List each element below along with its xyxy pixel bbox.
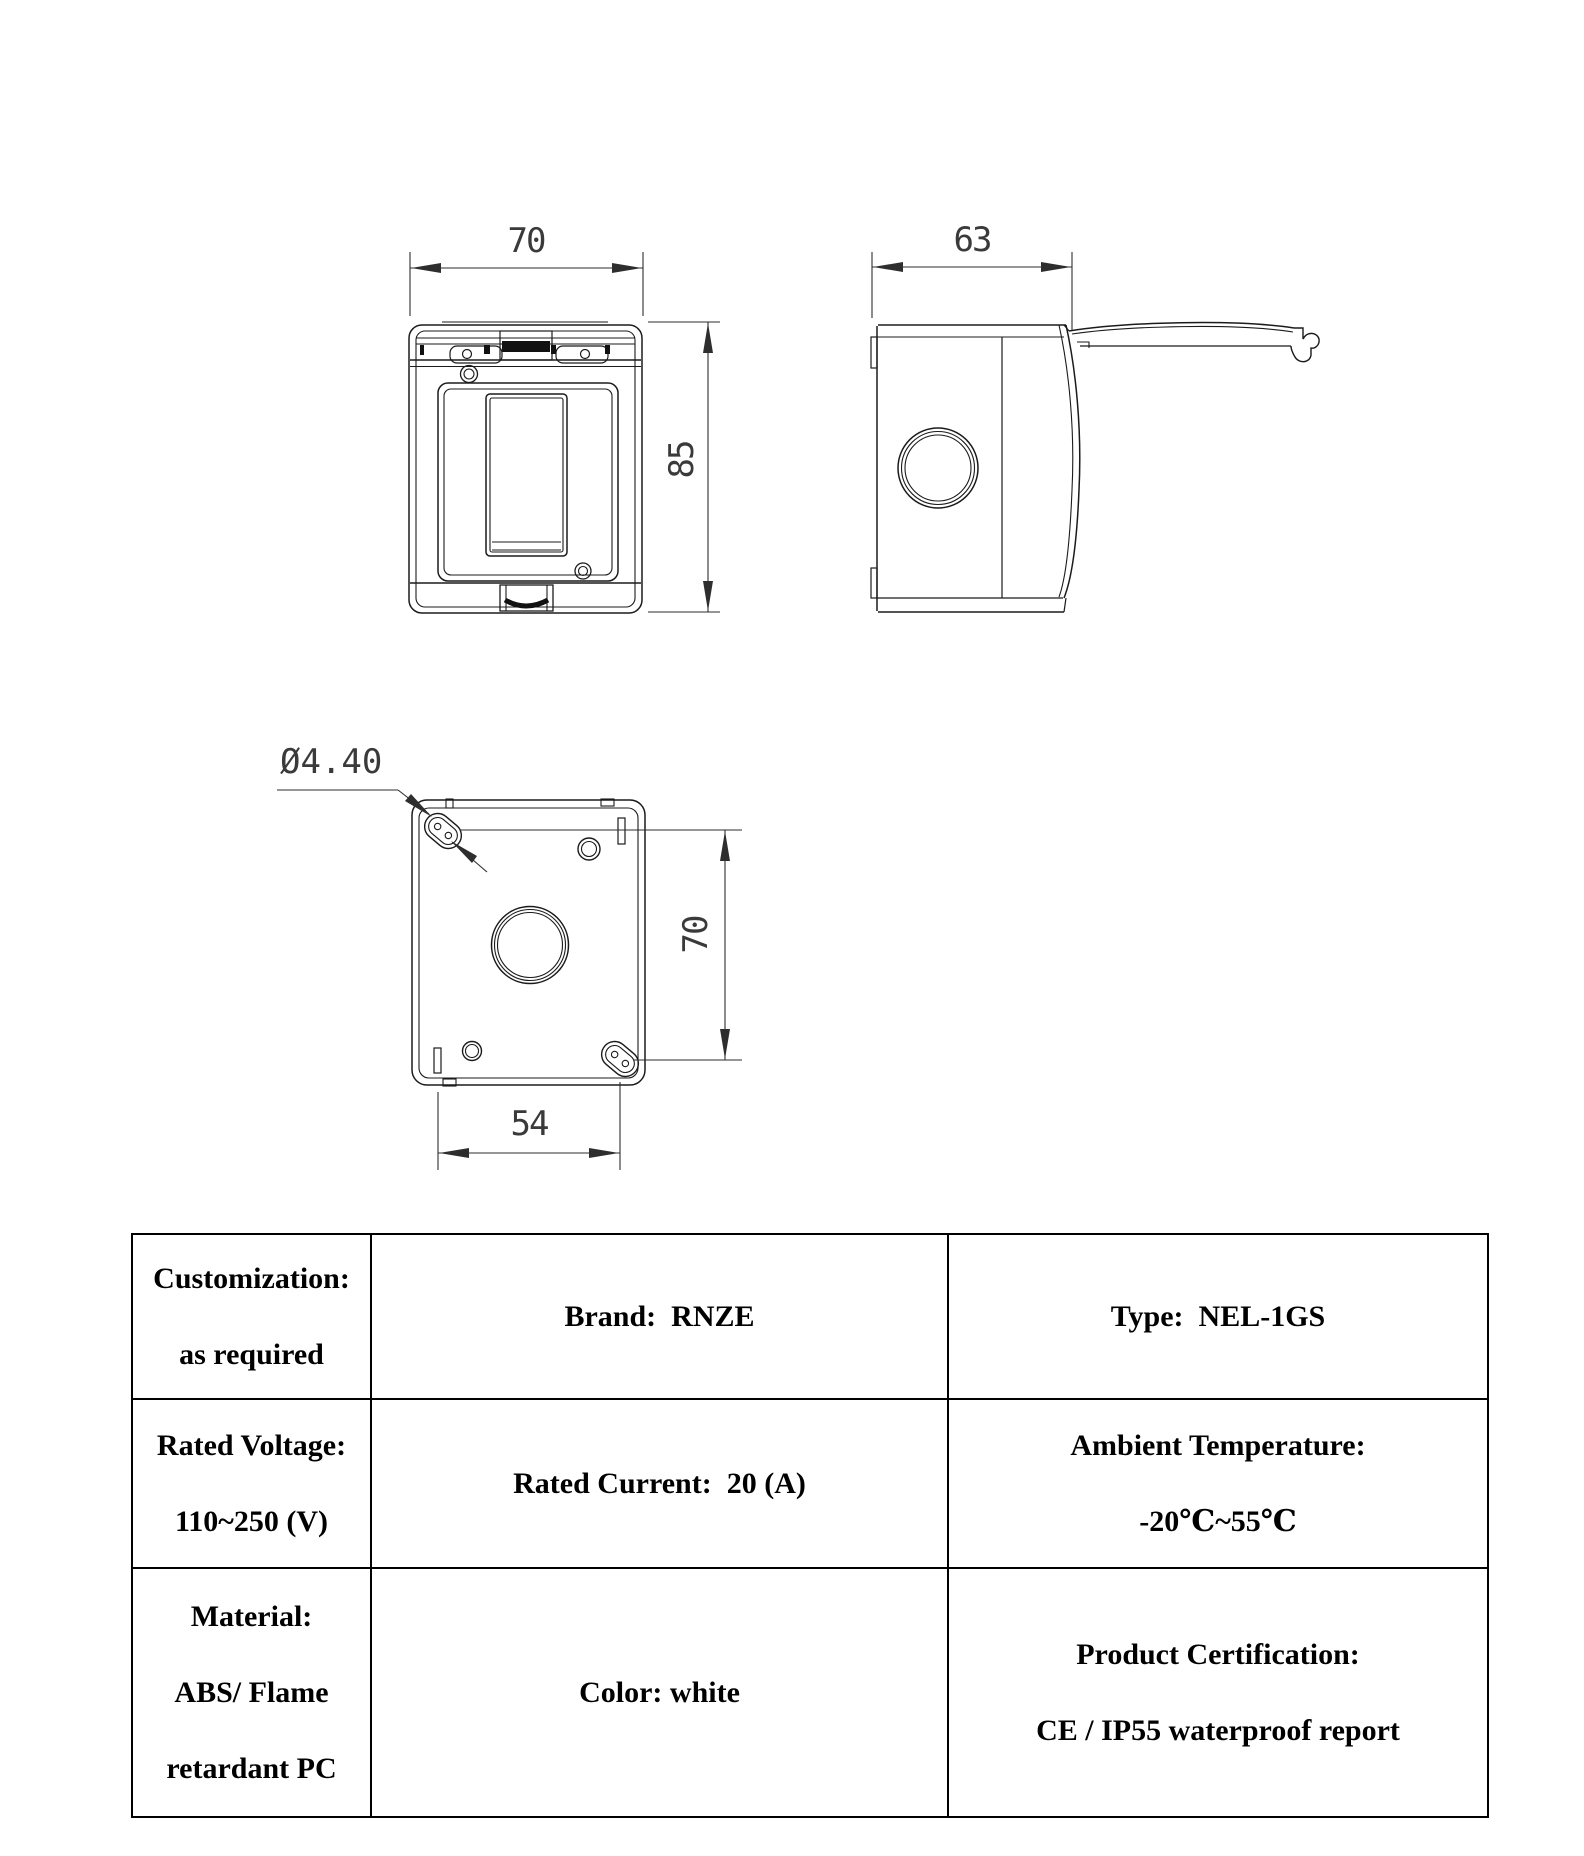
edge-slot-bottom-left bbox=[433, 1047, 442, 1074]
ambient-temperature-value: -20℃~55℃ bbox=[1139, 1504, 1297, 1538]
open-lid bbox=[1063, 321, 1320, 363]
mounting-slot-bottom-right bbox=[600, 1040, 640, 1078]
mounting-hole-diameter-label: Ø4.40 bbox=[280, 742, 383, 782]
cell-customization: Customization: as required bbox=[133, 1235, 372, 1400]
certification-value: CE / IP55 waterproof report bbox=[1036, 1713, 1400, 1747]
side-knockout-hole bbox=[897, 427, 979, 509]
cell-color: Color: white bbox=[372, 1569, 949, 1816]
cell-product-certification: Product Certification: CE / IP55 waterpr… bbox=[949, 1569, 1487, 1816]
cell-rated-voltage: Rated Voltage: 110~250 (V) bbox=[133, 1400, 372, 1569]
latch-tabs bbox=[420, 345, 610, 364]
screw-bottom-right bbox=[574, 562, 592, 580]
dimension-arrows bbox=[405, 262, 1071, 1158]
lid-hook bbox=[1290, 327, 1320, 363]
certification-label: Product Certification: bbox=[1076, 1637, 1360, 1671]
rated-voltage-value: 110~250 (V) bbox=[174, 1504, 329, 1538]
bottom-latch bbox=[499, 584, 554, 612]
mounting-slot-top-left bbox=[423, 812, 463, 850]
color-value: Color: white bbox=[579, 1675, 740, 1709]
edge-slot-top-right bbox=[617, 817, 626, 845]
hinge-detail bbox=[499, 330, 553, 361]
hole-bottom-left bbox=[461, 1040, 483, 1062]
dimension-lines bbox=[277, 252, 1073, 1170]
type-value: Type: NEL-1GS bbox=[1110, 1299, 1326, 1333]
brand-value: Brand: RNZE bbox=[564, 1299, 755, 1333]
cell-type: Type: NEL-1GS bbox=[949, 1235, 1487, 1400]
switch-rocker bbox=[485, 393, 568, 557]
front-width-dim-label: 70 bbox=[507, 221, 547, 261]
back-view bbox=[411, 798, 646, 1087]
cell-ambient-temperature: Ambient Temperature: -20℃~55℃ bbox=[949, 1400, 1487, 1569]
rated-voltage-label: Rated Voltage: bbox=[156, 1428, 347, 1462]
side-depth-dim-label: 63 bbox=[953, 220, 993, 260]
ambient-temperature-label: Ambient Temperature: bbox=[1070, 1428, 1366, 1462]
back-height-dim-label: 70 bbox=[676, 916, 716, 954]
material-value-2: retardant PC bbox=[166, 1751, 337, 1785]
rated-current-value: Rated Current: 20 (A) bbox=[513, 1466, 806, 1500]
switch-plate bbox=[437, 382, 619, 582]
cell-material: Material: ABS/ Flame retardant PC bbox=[133, 1569, 372, 1816]
center-knockout-hole bbox=[490, 905, 570, 985]
front-height-dim-label: 85 bbox=[662, 441, 702, 479]
cell-brand: Brand: RNZE bbox=[372, 1235, 949, 1400]
technical-drawing bbox=[277, 252, 1320, 1170]
material-label: Material: bbox=[190, 1599, 313, 1633]
customization-label: Customization: bbox=[153, 1261, 350, 1295]
mount-tab-top bbox=[870, 336, 878, 369]
mount-tab-bottom bbox=[870, 567, 878, 599]
material-value-1: ABS/ Flame bbox=[174, 1675, 329, 1709]
spec-table: Customization: as required Brand: RNZE T… bbox=[131, 1233, 1489, 1818]
front-view bbox=[408, 321, 643, 614]
customization-value: as required bbox=[179, 1337, 324, 1371]
back-width-dim-label: 54 bbox=[510, 1104, 550, 1144]
screw-top-left bbox=[459, 364, 479, 384]
side-view bbox=[870, 321, 1320, 613]
cell-rated-current: Rated Current: 20 (A) bbox=[372, 1400, 949, 1569]
hole-top-right bbox=[577, 837, 601, 861]
